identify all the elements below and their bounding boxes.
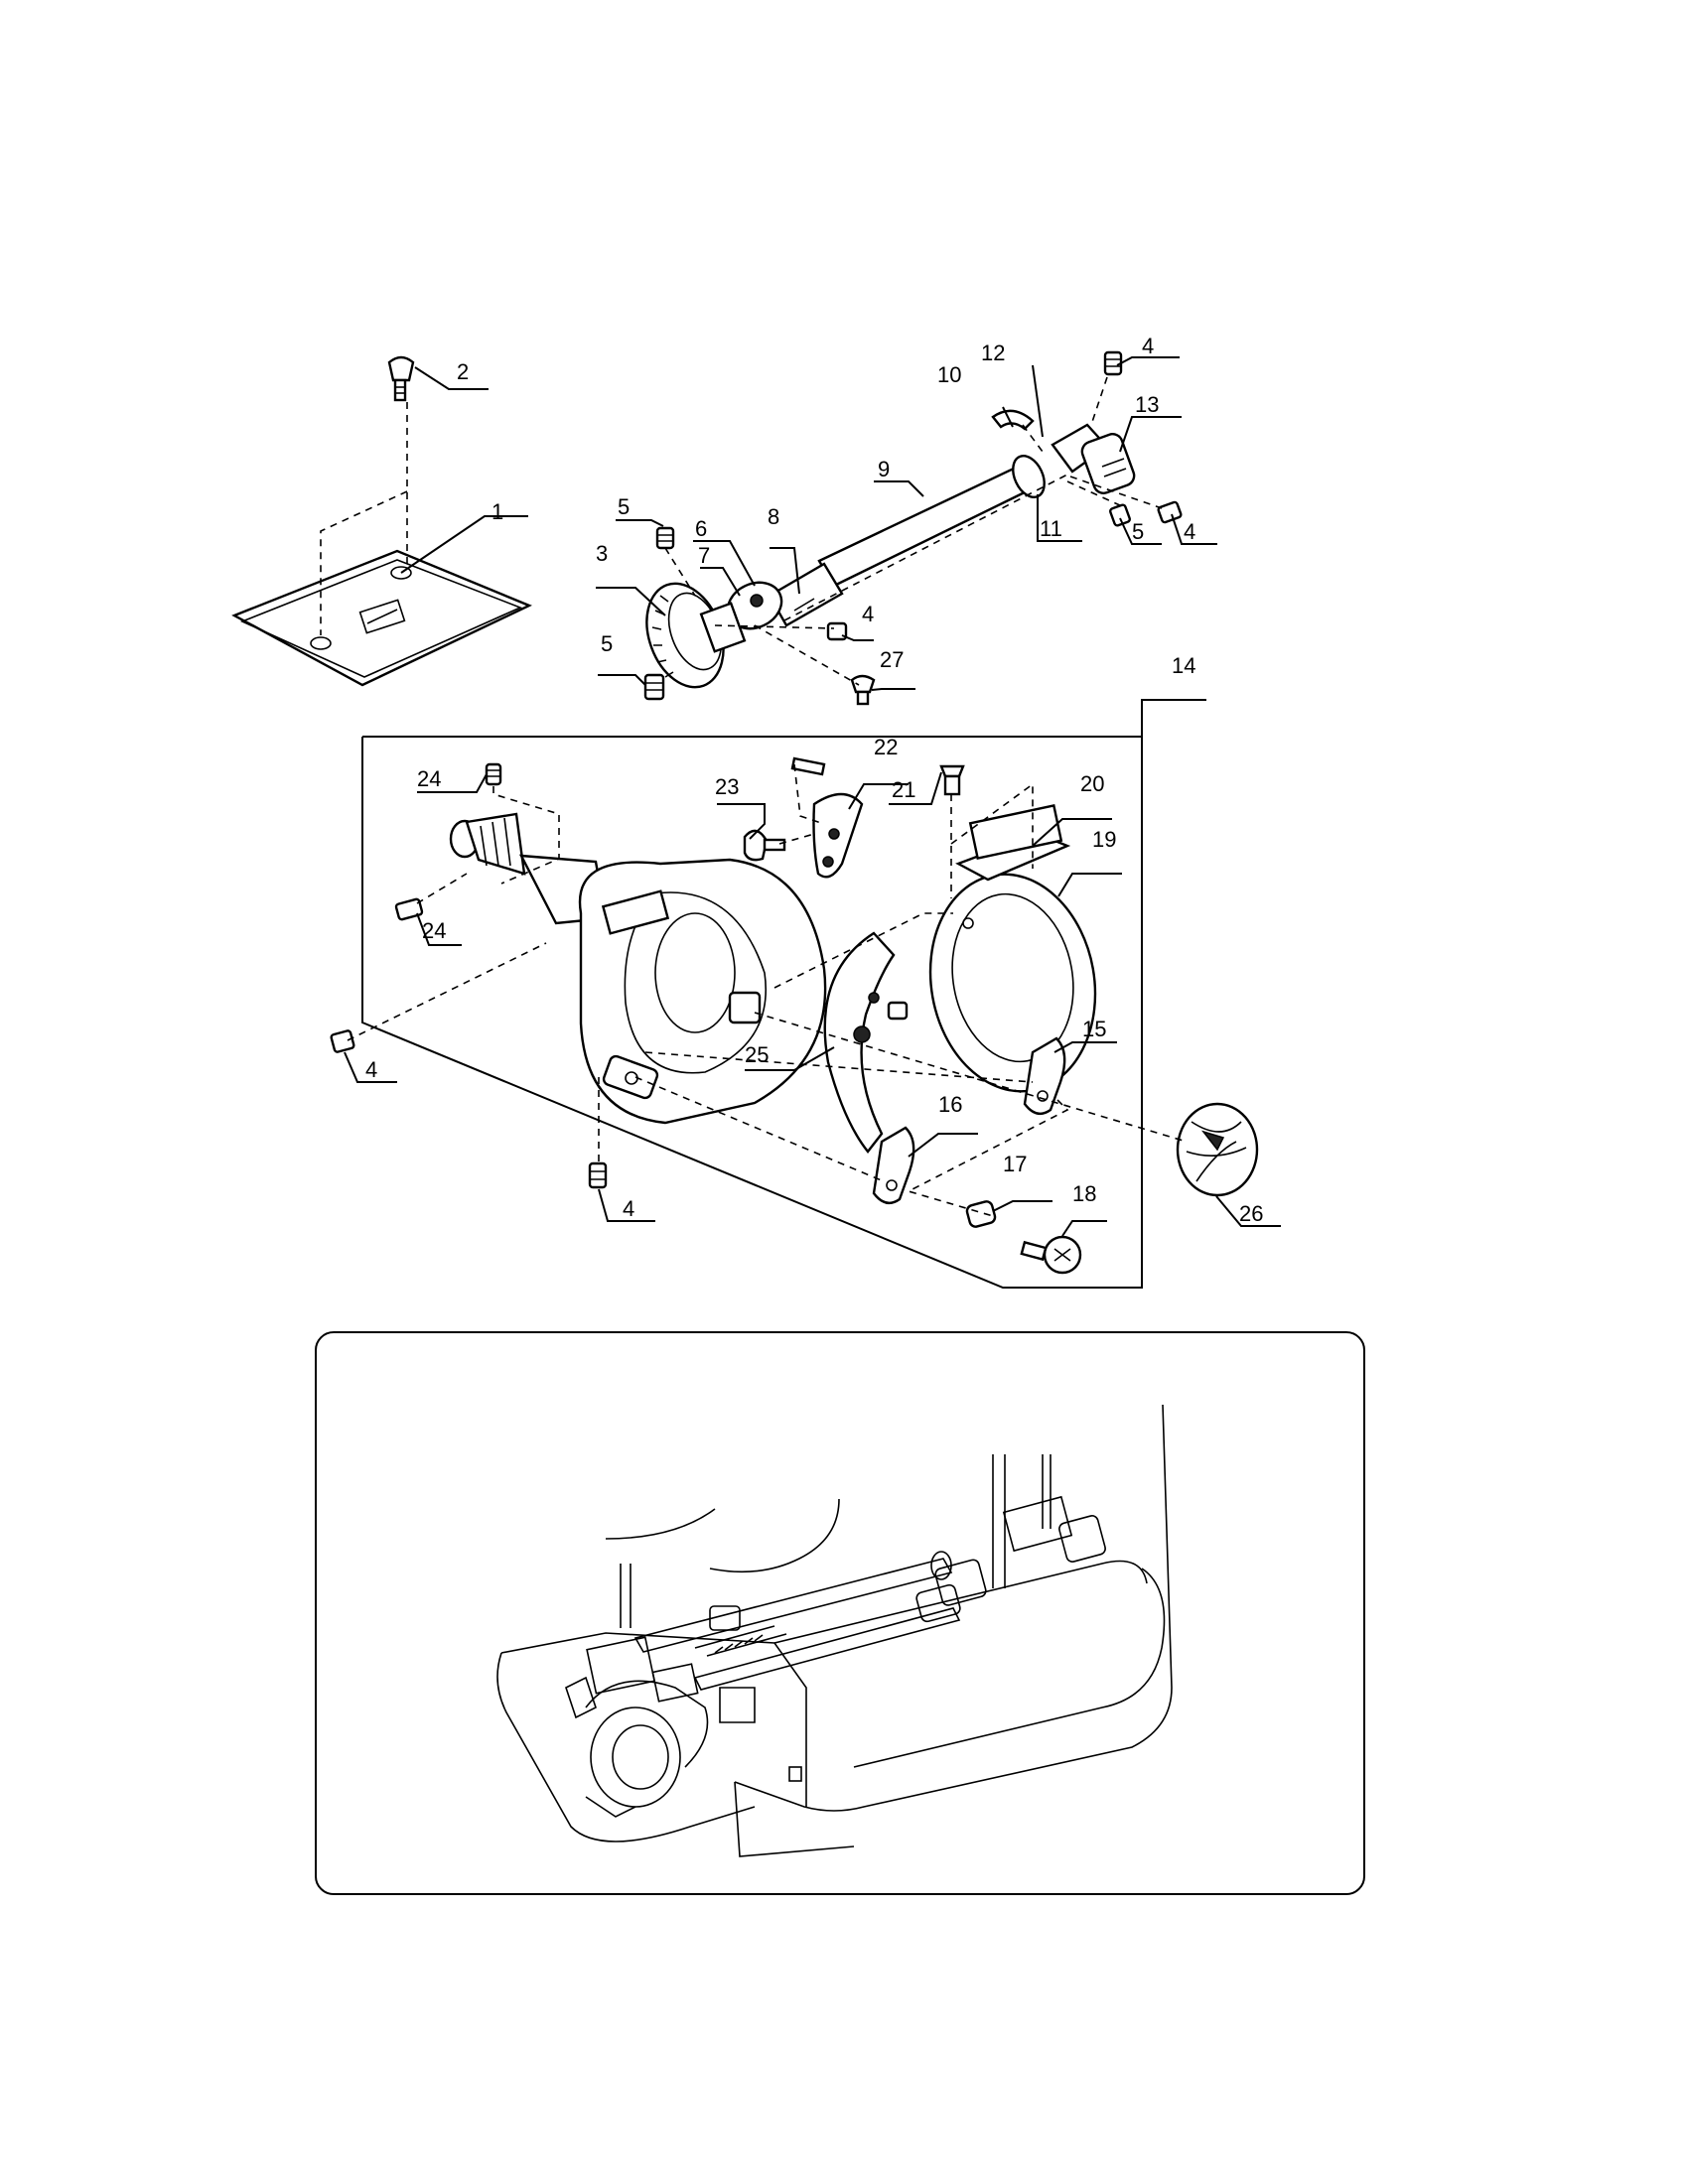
machine-overview-drawing	[496, 1404, 1173, 1857]
callout-4-bottom: 4	[623, 1196, 634, 1221]
callout-24-left: 24	[422, 918, 446, 943]
callout-25: 25	[745, 1042, 769, 1067]
callout-26: 26	[1239, 1201, 1263, 1226]
callout-5-right: 5	[1132, 519, 1144, 544]
set-screw-part	[643, 350, 1183, 706]
callout-5-top: 5	[618, 494, 630, 519]
callout-4-left: 4	[365, 1057, 377, 1082]
overview-inset-frame	[315, 1331, 1365, 1895]
callout-7: 7	[698, 543, 710, 568]
callout-21: 21	[892, 777, 915, 802]
callout-24-top: 24	[417, 766, 441, 791]
hook-part	[823, 931, 909, 1154]
callout-4-mid: 4	[862, 602, 874, 626]
callout-18: 18	[1072, 1181, 1096, 1206]
callout-27: 27	[880, 647, 904, 672]
callout-16: 16	[938, 1092, 962, 1117]
callout-15: 15	[1082, 1017, 1106, 1041]
spring-plate-part	[790, 756, 864, 879]
assembly-panel-outline	[361, 736, 1143, 1289]
callout-13: 13	[1135, 392, 1159, 417]
callout-20: 20	[1080, 771, 1104, 796]
callout-23: 23	[715, 774, 739, 799]
callout-leaders	[344, 356, 1281, 1237]
callout-8: 8	[768, 504, 779, 529]
needle-plate-part	[231, 549, 532, 687]
callout-12: 12	[981, 341, 1005, 365]
callout-6: 6	[695, 516, 707, 541]
callout-4-top: 4	[1142, 334, 1154, 358]
callout-19: 19	[1092, 827, 1116, 852]
race-cover-part	[928, 804, 1097, 1093]
callout-17: 17	[1003, 1152, 1027, 1176]
needle-plate-screw-part	[387, 355, 415, 402]
callout-9: 9	[878, 457, 890, 481]
bobbin-case-part	[1176, 1102, 1259, 1197]
callout-5-bottom: 5	[601, 631, 613, 656]
callout-22: 22	[874, 735, 898, 759]
callout-3: 3	[596, 541, 608, 566]
callout-2: 2	[457, 359, 469, 384]
hook-drive-shaft-part	[645, 409, 1136, 689]
callout-14: 14	[1172, 653, 1195, 678]
screws-and-holders-part	[330, 762, 1082, 1275]
callout-1: 1	[491, 499, 503, 524]
callout-11: 11	[1040, 516, 1062, 541]
callout-4-right: 4	[1184, 519, 1195, 544]
hook-base-part	[449, 812, 827, 1125]
callout-10: 10	[937, 362, 961, 387]
